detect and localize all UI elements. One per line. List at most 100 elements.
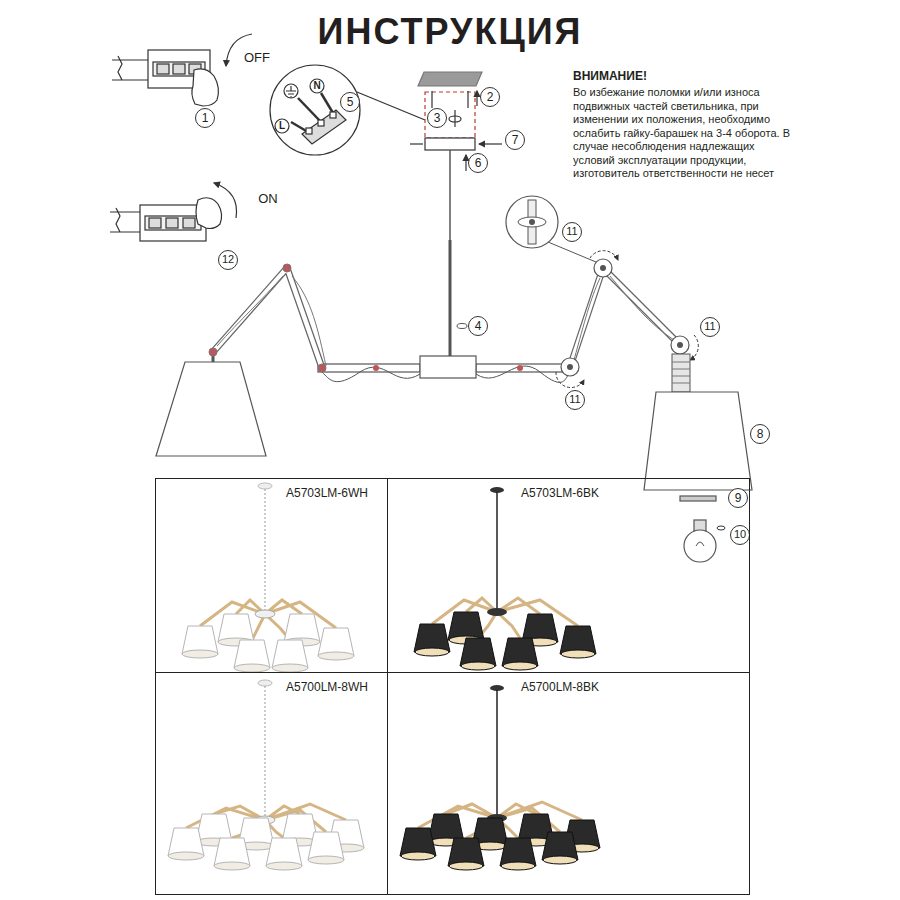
right-arm: [600, 265, 606, 271]
product-photo-black-6: [502, 638, 538, 670]
ceiling-mount: [410, 143, 423, 144]
wiring-detail: [284, 84, 298, 98]
bulb-parts: [717, 526, 725, 530]
bulb-parts: [680, 496, 716, 501]
right-arm: [570, 268, 680, 367]
product-photo-white-6: [272, 640, 308, 672]
wiring-detail: [275, 119, 289, 133]
callout-number: 1: [202, 111, 209, 125]
right-arm: [570, 268, 680, 367]
product-photo-black-6: [414, 624, 450, 656]
product-photo-black-8: [500, 838, 536, 870]
callout-number: 11: [704, 320, 715, 333]
wiring-detail: [310, 79, 324, 93]
callout-number: 3: [434, 111, 441, 125]
right-arm: [561, 358, 579, 376]
switch-off: [157, 64, 169, 74]
callout-circle: [481, 88, 500, 107]
product-photo-black-6: [414, 487, 596, 670]
right-arm: [518, 217, 546, 227]
product-photo-black-8: [542, 832, 578, 864]
bulb-parts: [684, 530, 716, 562]
chandelier-body: [420, 356, 476, 378]
chandelier-body: [457, 324, 467, 329]
callout-number: 9: [735, 491, 742, 505]
chandelier-body: [322, 367, 420, 381]
left-arm: [373, 365, 379, 371]
left-arm: [283, 264, 291, 272]
callout-circle: [196, 109, 215, 128]
wiring-detail: [298, 98, 321, 122]
right-arm: [590, 251, 618, 260]
callout-number: 11: [569, 393, 580, 406]
bulb-parts: [696, 542, 704, 546]
product-photo-white-8: [168, 680, 364, 870]
wiring-detail: [302, 110, 346, 144]
switch-on: [110, 183, 237, 241]
callout-circle: [701, 318, 720, 337]
switch-on: [145, 216, 201, 230]
right-arm: [644, 392, 752, 490]
warning-text: Во избежание поломки и/или износа подвиж…: [573, 86, 797, 181]
callout-number: 4: [475, 319, 482, 333]
wiring-detail: [318, 120, 324, 126]
callout-circle: [731, 526, 750, 545]
product-photo-white-8: [266, 838, 302, 870]
terminal-mark: N: [313, 80, 320, 92]
switch-off: [173, 64, 185, 74]
model-name: A5703LM-6BK: [521, 486, 599, 500]
ceiling-mount: [465, 155, 466, 171]
right-arm: [594, 259, 612, 277]
model-cell: A5700LM-8BK: [387, 672, 750, 895]
right-arm: [556, 372, 584, 388]
product-photo-black-6: [496, 492, 498, 610]
product-photo-white-8: [214, 838, 250, 870]
product-photo-white-6: [318, 628, 354, 660]
callout-number: 12: [222, 253, 234, 266]
product-photo-black-8: [448, 838, 484, 870]
callout-circle: [469, 154, 488, 173]
callout-circle: [729, 489, 748, 508]
wiring-detail: [306, 128, 312, 134]
callout-circle: [469, 317, 488, 336]
ceiling-mount: [449, 116, 461, 122]
product-photo-white-8: [308, 832, 344, 864]
model-cell: A5703LM-6BK: [387, 478, 750, 673]
callout-number: 11: [566, 225, 577, 238]
switch-off: [192, 69, 219, 106]
ceiling-mount: [418, 72, 482, 86]
chandelier-body: [476, 364, 570, 372]
callout-circle: [566, 391, 585, 410]
right-arm: [671, 336, 689, 354]
switch-off: [112, 34, 252, 106]
switch-on: [149, 218, 161, 228]
right-arm: [528, 200, 536, 244]
wiring-detail: [270, 65, 360, 155]
product-photo-white-8: [258, 680, 272, 686]
right-arm: [567, 364, 573, 370]
switch-off: [112, 56, 148, 80]
left-arm: [209, 348, 217, 356]
warning-heading: ВНИМАНИЕ!: [573, 69, 647, 83]
chandelier-body: [449, 150, 451, 240]
product-photo-black-8: [496, 690, 498, 816]
callout-circle: [341, 93, 360, 112]
left-arm: [217, 276, 326, 366]
callout-number: 2: [487, 90, 494, 104]
model-cell: A5703LM-6WH: [155, 478, 388, 673]
right-arm: [506, 196, 558, 248]
product-photo-black-8: [400, 685, 600, 870]
switch-on: [183, 218, 195, 228]
switch-on: [214, 183, 237, 218]
wiring-detail: [270, 65, 425, 155]
model-name: A5700LM-8BK: [521, 680, 599, 694]
ceiling-mount: [479, 143, 502, 144]
left-arm: [213, 268, 322, 368]
product-photo-black-8: [400, 828, 436, 860]
ceiling-mount: [454, 110, 455, 127]
product-photo-white-6: [182, 483, 354, 672]
switch-on: [110, 208, 140, 232]
bulb-parts: [694, 520, 706, 531]
wiring-detail: [330, 112, 336, 118]
